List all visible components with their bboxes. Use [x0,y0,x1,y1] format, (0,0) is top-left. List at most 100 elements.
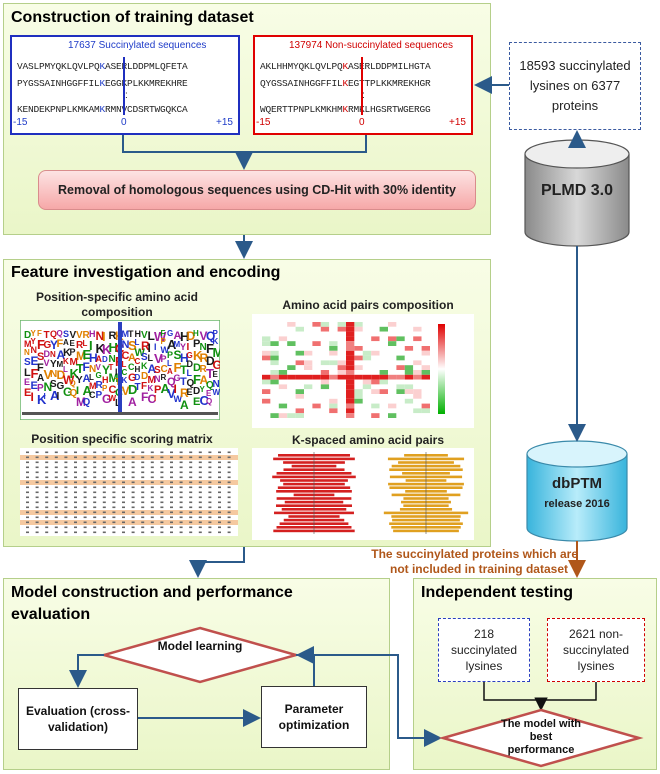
pssm-cell [131,481,135,484]
pssm-cell [218,491,221,494]
logo-glyph: Y [200,385,206,394]
pssm-cell [198,466,202,469]
pssm-cell [179,486,183,489]
pssm-cell [198,456,202,459]
heatmap-cell [396,326,405,332]
heatmap-cell [413,346,422,351]
heatmap-cell [295,346,304,351]
heatmap-cell [354,350,363,356]
heatmap-cell [287,370,296,375]
logo-glyph: D [128,382,137,397]
heatmap-cell [388,379,397,385]
pssm-cell [150,491,154,494]
pssm-cell [35,526,39,529]
heatmap-cell [362,331,372,337]
heatmap-cell [362,384,372,390]
heatmap-cell [295,394,304,399]
pssm-cell [93,451,97,454]
logo-glyph: G [96,371,102,380]
pssm-cell [74,471,77,474]
pssm-cell [150,511,154,514]
pssm-cell [160,511,164,514]
heatmap-cell [270,365,279,370]
logo-glyph: L [83,339,88,348]
heatmap-cell [362,394,372,399]
logo-glyph: R [76,340,84,351]
heatmap-cell [413,408,422,414]
pssm-cell [54,461,58,464]
heatmap-cell [371,355,380,361]
pssm-cell [35,486,39,489]
heatmap-cell [304,341,313,346]
pssm-cell [112,496,116,499]
heatmap-cell [304,326,313,332]
pssm-cell [160,451,164,454]
pssm-cell [179,506,183,509]
pssm-cell [218,471,221,474]
pssm-cell [83,506,87,509]
pssm-cell [45,501,49,504]
heatmap-cell [421,350,430,356]
heatmap-cell [312,394,321,399]
heatmap-cell [421,331,430,337]
heatmap-cell [362,350,372,356]
heatmap-cell [270,398,279,404]
pssm-cell [198,516,202,519]
heatmap-cell [388,394,397,399]
succ-pos-right: +15 [216,117,233,128]
heatmap-cell [379,379,388,385]
heatmap-cell [262,322,271,327]
logo-glyph: M [89,381,97,391]
pssm-cell [160,471,164,474]
logo-glyph: P [161,337,167,346]
heatmap-cell [312,384,321,390]
heatmap-cell [371,341,380,346]
pssm-cell [35,466,39,469]
pssm-cell [102,501,106,504]
pssm-cell [198,521,202,524]
heatmap-cell [413,384,422,390]
pssm-cell [35,511,39,514]
heatmap-cell [329,384,338,390]
heatmap-cell [278,394,288,399]
pssm-cell [122,486,125,489]
pssm-cell [45,496,49,499]
pssm-cell [112,461,116,464]
heatmap-cell [270,403,279,409]
heatmap-cell [329,389,338,394]
logo-glyph: Y [102,363,110,377]
pssm-cell [141,531,145,534]
pssm-cell [131,491,135,494]
pssm-cell [64,506,68,509]
heatmap-cell [371,326,380,332]
logo-glyph: C [148,392,157,406]
pssm-cell [208,481,212,484]
heatmap-cell [379,322,388,327]
logo-glyph: C [200,393,210,408]
heatmap-cell [371,322,380,327]
heatmap-cell [413,326,422,332]
logo-glyph: H [89,329,96,339]
pssm-cell [160,456,164,459]
pssm-cell [74,506,77,509]
pssm-cell [64,516,68,519]
pssm-cell [35,501,39,504]
heatmap-cell [278,398,288,404]
pssm-cell [74,461,77,464]
pssm-cell [179,471,183,474]
pssm-cell [122,461,125,464]
heatmap-cell [304,355,313,361]
heatmap-cell [262,331,271,337]
brown-note-line2: not included in training dataset [389,562,568,576]
pssm-cell [45,516,49,519]
heatmap-cell [262,341,271,346]
heatmap-cell [262,379,271,385]
heatmap-cell [287,326,296,332]
heatmap-cell [312,346,321,351]
heatmap-cell [287,341,296,346]
logo-glyph: V [70,330,77,341]
pssm-cell [93,511,97,514]
logo-glyph: M [213,345,221,360]
dbptm-label: dbPTM [552,475,602,492]
heatmap-cell [262,413,271,418]
